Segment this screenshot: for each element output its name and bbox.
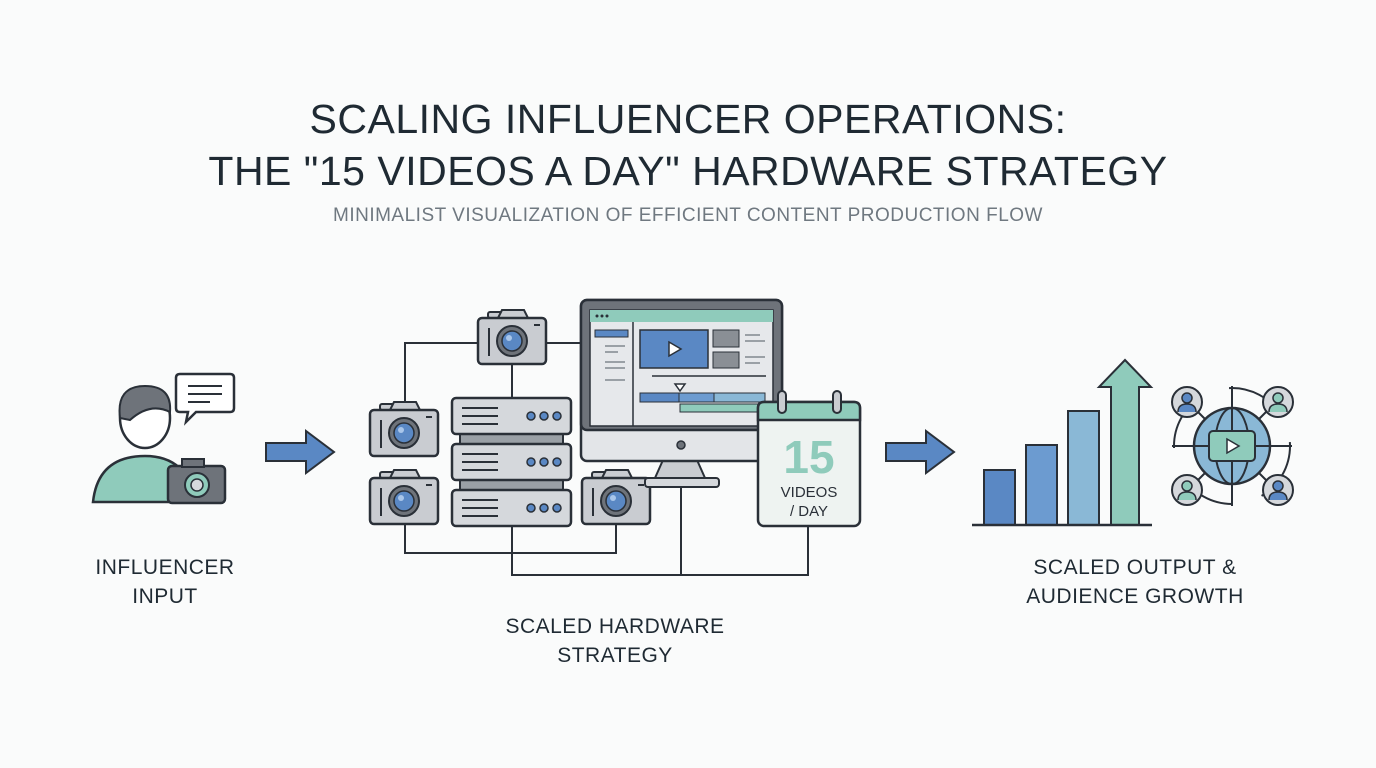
calendar-line-2: / DAY (790, 503, 828, 520)
label-line: INPUT (132, 585, 198, 608)
arrow-right-icon (885, 429, 956, 475)
subtitle: MINIMALIST VISUALIZATION OF EFFICIENT CO… (333, 205, 1043, 226)
title-line-1: SCALING INFLUENCER OPERATIONS: (309, 96, 1067, 142)
user-avatar-icon (1262, 474, 1294, 506)
label-line: AUDIENCE GROWTH (1026, 585, 1244, 608)
user-avatar-icon (1262, 386, 1294, 418)
label-line: SCALED HARDWARE (505, 615, 725, 638)
camera-icon (580, 468, 652, 526)
label-scaled-output: SCALED OUTPUT & AUDIENCE GROWTH (990, 553, 1280, 611)
monitor-editing-icon (579, 298, 784, 488)
arrow-right-icon (265, 429, 336, 475)
title-line-2: THE "15 VIDEOS A DAY" HARDWARE STRATEGY (208, 148, 1168, 194)
global-audience-icon (1172, 386, 1292, 506)
label-line: STRATEGY (557, 644, 673, 667)
label-scaled-hardware: SCALED HARDWARE STRATEGY (470, 612, 760, 670)
calendar-line-1: VIDEOS (781, 484, 838, 501)
camera-icon (368, 468, 440, 526)
calendar-icon: 15 VIDEOS / DAY (756, 390, 862, 528)
user-avatar-icon (1171, 474, 1203, 506)
label-line: SCALED OUTPUT & (1033, 556, 1237, 579)
speech-bubble-icon (174, 372, 236, 426)
camera-icon (476, 308, 548, 366)
user-avatar-icon (1171, 386, 1203, 418)
calendar-number: 15 (783, 431, 834, 483)
label-influencer-input: INFLUENCER INPUT (60, 553, 270, 611)
growth-bar-chart-icon (972, 358, 1154, 527)
handheld-camera-icon (166, 458, 227, 505)
server-rack-icon (450, 396, 573, 528)
label-line: INFLUENCER (95, 556, 235, 579)
connector-lines (404, 342, 809, 576)
camera-icon (368, 400, 440, 458)
